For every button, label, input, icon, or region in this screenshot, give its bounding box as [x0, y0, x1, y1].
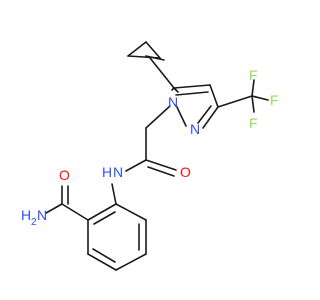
atom-fluorine-label: F — [249, 115, 258, 131]
atom-hydrogen-label: H — [21, 207, 31, 223]
bond — [145, 105, 171, 129]
bond — [61, 203, 89, 221]
bond — [145, 55, 165, 61]
atom-nitrogen-label: N — [113, 164, 123, 180]
bond — [145, 159, 177, 171]
atom-fluorine-label: F — [249, 67, 258, 83]
atom-hydrogen-label: H — [102, 164, 112, 180]
atom-fluorine-label: F — [270, 92, 279, 108]
bond — [175, 91, 209, 96]
bond — [111, 183, 117, 205]
bond — [251, 95, 255, 113]
bond — [87, 203, 117, 221]
atom-nitrogen-label: N — [190, 121, 200, 137]
atom-nitrogen-label: N — [168, 94, 178, 110]
bond — [125, 159, 147, 172]
bond — [197, 105, 212, 124]
atom-oxygen-label: O — [180, 164, 191, 180]
bond — [202, 106, 219, 129]
bond — [217, 95, 253, 108]
atom-subscript-label: 2 — [31, 217, 37, 228]
bond — [92, 248, 116, 263]
bond — [115, 203, 147, 221]
atom-oxygen-label: O — [59, 167, 70, 183]
bond — [251, 79, 255, 97]
bond — [115, 253, 147, 271]
molecule-diagram: F F F N N O H N O H 2 N — [21, 41, 279, 271]
bond — [209, 84, 219, 108]
bond — [251, 95, 269, 101]
bond — [149, 57, 175, 89]
bond — [87, 253, 117, 271]
structure-svg: F F F N N O H N O H 2 N — [21, 41, 279, 271]
bond — [173, 84, 211, 89]
bond — [175, 104, 187, 127]
bond — [127, 41, 147, 57]
atom-nitrogen-label: N — [37, 207, 47, 223]
bond — [145, 41, 161, 59]
bond — [93, 211, 116, 225]
bond — [45, 203, 63, 214]
bond — [173, 87, 179, 93]
bond — [147, 166, 175, 177]
